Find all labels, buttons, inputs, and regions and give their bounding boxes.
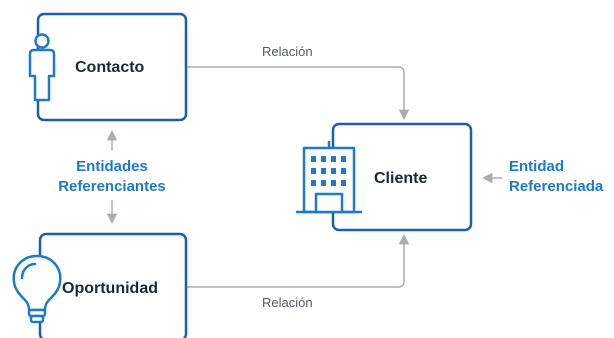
- referenced-line-1: Entidad: [509, 158, 564, 175]
- top-relation-label: Relación: [262, 44, 313, 59]
- oportunidad-label: Oportunidad: [62, 280, 158, 297]
- relation-line-top: [186, 66, 410, 121]
- person-icon: [28, 33, 56, 102]
- building-icon: [296, 141, 362, 214]
- referenced-line-2: Referenciada: [509, 178, 604, 195]
- contacto-label: Contacto: [75, 59, 145, 76]
- referencing-line-1: Entidades: [76, 158, 148, 175]
- cliente-label: Cliente: [374, 170, 428, 187]
- referencing-entities-label: Entidades Referenciantes: [48, 157, 176, 197]
- lightbulb-icon: [12, 254, 62, 324]
- relation-line-bottom: [186, 233, 410, 288]
- referencing-line-2: Referenciantes: [58, 178, 166, 195]
- referenced-entity-label: Entidad Referenciada: [509, 157, 603, 197]
- bottom-relation-label: Relación: [262, 295, 313, 310]
